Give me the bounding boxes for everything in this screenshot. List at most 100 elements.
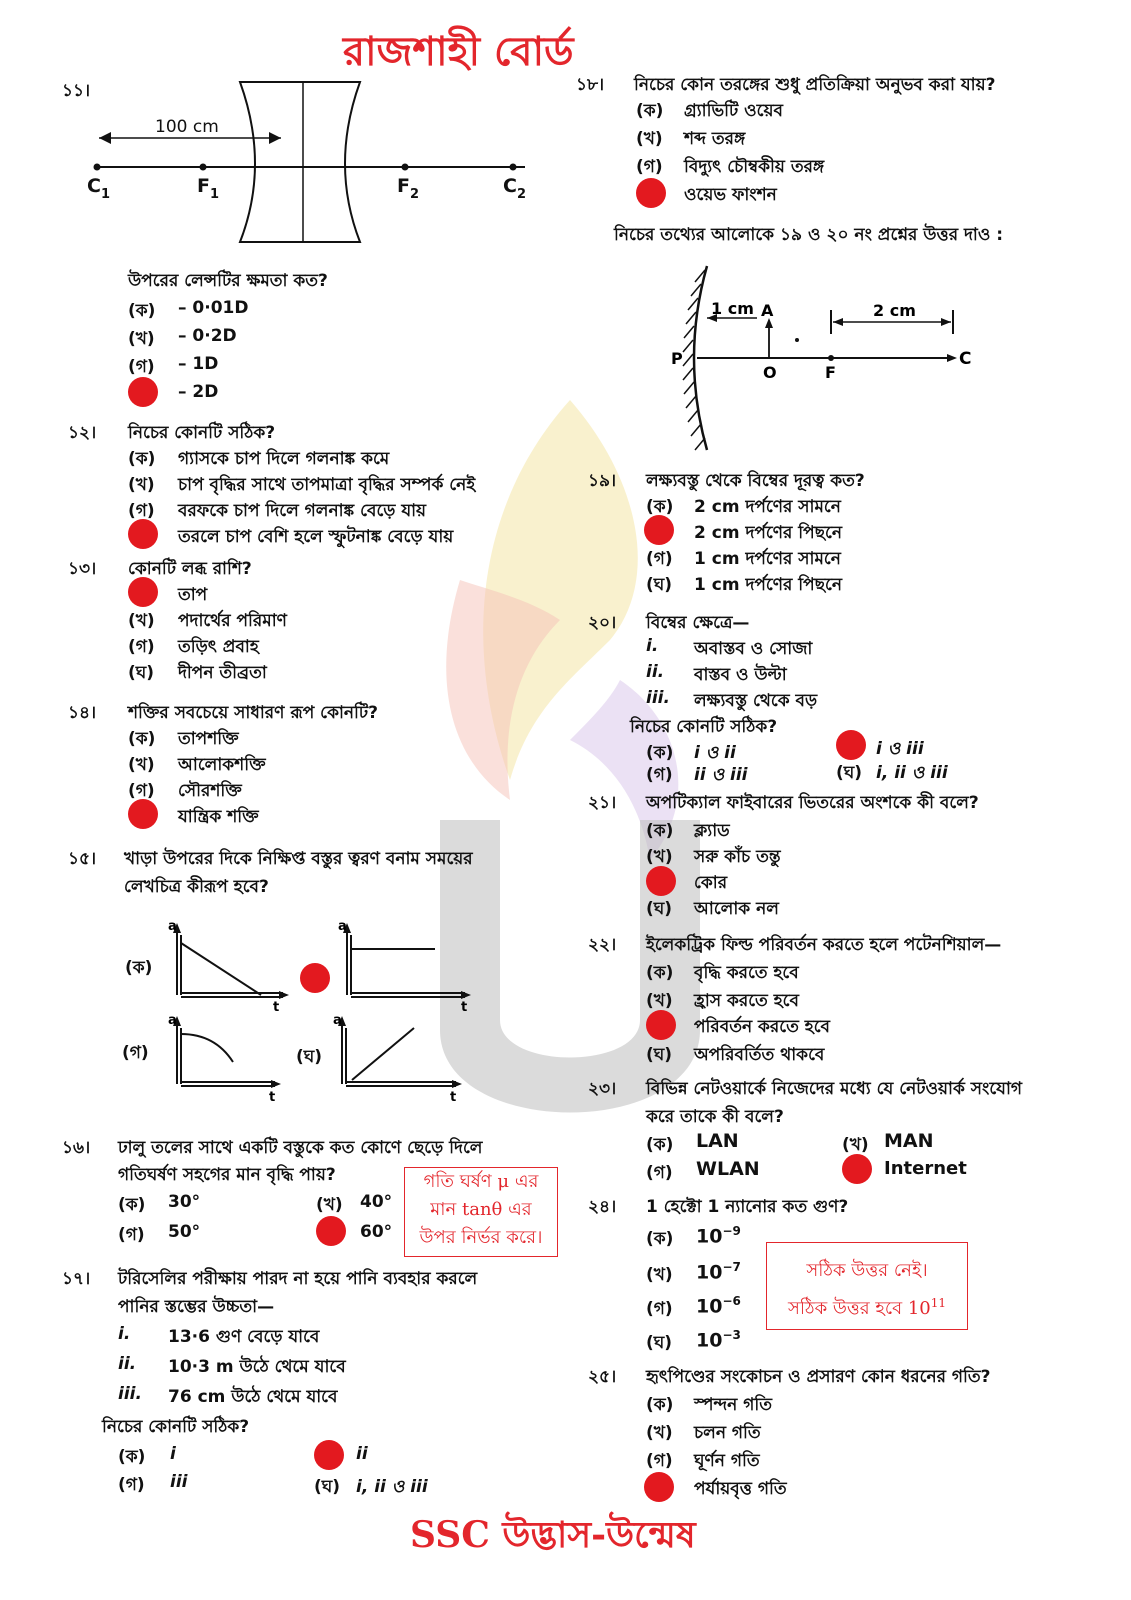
- q11-opt-text-1: – 0·01D: [178, 298, 249, 318]
- q20-opt-text-1: i ও ii: [694, 743, 736, 763]
- point-o-label: O: [763, 363, 777, 382]
- q17-stmt-num-3: iii.: [118, 1384, 142, 1404]
- q22-opt-text-3: পরিবর্তন করতে হবে: [694, 1017, 831, 1037]
- q12-opt-text-1: গ্যাসকে চাপ দিলে গলনাঙ্ক কমে: [178, 449, 390, 469]
- svg-text:F1: F1: [197, 175, 219, 202]
- q17-stmt-text-3: 76 cm উঠে থেমে যাবে: [168, 1387, 338, 1407]
- q19-number: ১৯।: [588, 471, 617, 491]
- q13-number: ১৩।: [68, 559, 97, 579]
- concave-lens-diagram: 100 cm C1 F1 F2 C2: [87, 81, 526, 243]
- q21-text: অপটিক্যাল ফাইবারের ভিতরের অংশকে কী বলে?: [646, 793, 979, 813]
- q21-opt-text-4: আলোক নল: [694, 899, 779, 919]
- q12-correct-marker: [128, 519, 158, 549]
- q24-note-line1: সঠিক উত্তর নেই।: [806, 1260, 928, 1281]
- svg-text:a: a: [168, 1013, 177, 1028]
- q14-opt-text-4: যান্ত্রিক শক্তি: [178, 807, 259, 827]
- q19-text: লক্ষ্যবস্তু থেকে বিম্বের দূরত্ব কত?: [646, 471, 865, 491]
- q13-opt-text-1: তাপ: [178, 585, 208, 605]
- q16-opt-label-1: (ক): [118, 1195, 146, 1215]
- q19-opt-text-3: 1 cm দর্পণের সামনে: [694, 549, 841, 569]
- q20-text: বিম্বের ক্ষেত্রে—: [646, 613, 750, 633]
- svg-text:t: t: [273, 1000, 279, 1015]
- q25-opt-label-3: (গ): [646, 1451, 673, 1471]
- graph-decreasing-line: a t: [168, 919, 289, 1015]
- c2-label: C: [503, 175, 517, 197]
- q17-stmt-text-1: 13·6 গুণ বেড়ে যাবে: [168, 1327, 320, 1347]
- q18-opt-text-4: ওয়েভ ফাংশন: [684, 185, 777, 205]
- q12-opt-label-1: (ক): [128, 449, 156, 469]
- q20-stmt-text-3: লক্ষ্যবস্তু থেকে বড়: [694, 691, 818, 711]
- q18-correct-marker: [636, 178, 666, 208]
- q23-text-line1: বিভিন্ন নেটওয়ার্কে নিজেদের মধ্যে যে নেট…: [646, 1079, 1023, 1099]
- q14-opt-label-2: (খ): [128, 755, 155, 775]
- q23-opt-text-1: LAN: [696, 1130, 739, 1152]
- q16-text-line1: ঢালু তলের সাথে একটি বস্তুকে কত কোণে ছেড়…: [118, 1138, 483, 1158]
- q25-opt-text-3: ঘূর্ণন গতি: [694, 1451, 760, 1471]
- q12-opt-text-4: তরলে চাপ বেশি হলে স্ফুটনাঙ্ক বেড়ে যায়: [178, 527, 454, 547]
- q25-opt-text-1: স্পন্দন গতি: [694, 1395, 772, 1415]
- object-a-label: A: [761, 301, 774, 320]
- pole-p-label: P: [671, 349, 683, 368]
- q20-opt-text-2: i ও iii: [876, 739, 924, 759]
- q21-opt-text-3: কোর: [694, 873, 728, 893]
- q23-opt-text-2: MAN: [884, 1130, 934, 1152]
- convex-mirror-diagram: 1 cm A 2 cm P O F C: [671, 265, 971, 451]
- q22-text: ইলেকট্রিক ফিল্ড পরিবর্তন করতে হলে পটেনশি…: [646, 935, 1002, 955]
- q18-text: নিচের কোন তরঙ্গের শুধু প্রতিক্রিয়া অনুভ…: [634, 75, 996, 95]
- q17-opt-label-4: (ঘ): [314, 1477, 341, 1497]
- q24-opt-label-1: (ক): [646, 1229, 674, 1249]
- q22-opt-label-1: (ক): [646, 963, 674, 983]
- q23-opt-label-3: (গ): [646, 1163, 673, 1183]
- c1-label: C: [87, 175, 101, 197]
- q11-opt-text-3: – 1D: [178, 354, 219, 374]
- f1-label: F: [197, 175, 210, 197]
- q20-stmt-num-1: i.: [646, 636, 659, 656]
- q17-stmt-num-2: ii.: [118, 1354, 137, 1374]
- q23-opt-text-4: Internet: [884, 1158, 967, 1179]
- q17-text-line2: পানির স্তম্ভের উচ্চতা—: [118, 1297, 275, 1317]
- q16-opt-text-3: 50°: [168, 1222, 201, 1242]
- q14-opt-text-2: আলোকশক্তি: [178, 755, 266, 775]
- q15-correct-marker: [300, 963, 330, 993]
- q13-opt-label-4: (ঘ): [128, 663, 155, 683]
- q24-number: ২৪।: [588, 1197, 617, 1217]
- q11-opt-text-2: – 0·2D: [178, 326, 237, 346]
- q17-number: ১৭।: [62, 1269, 91, 1289]
- q11-opt-label-2: (খ): [128, 329, 155, 349]
- q17-opt-text-3: iii: [170, 1472, 188, 1492]
- q20-opt-label-1: (ক): [646, 743, 674, 763]
- q23-opt-label-1: (ক): [646, 1135, 674, 1155]
- q20-stmt-text-1: অবাস্তব ও সোজা: [694, 639, 813, 659]
- q23-opt-text-3: WLAN: [696, 1158, 760, 1180]
- focus-f-label: F: [825, 363, 836, 382]
- q14-opt-label-3: (গ): [128, 781, 155, 801]
- footer-brand: SSC উদ্ভাস-উন্মেষ: [410, 1514, 696, 1556]
- q19-opt-text-2: 2 cm দর্পণের পিছনে: [694, 523, 842, 543]
- q18-opt-text-1: গ্র্যাভিটি ওয়েব: [684, 101, 783, 121]
- q24-text: 1 হেক্টো 1 ন্যানোর কত গুণ?: [646, 1197, 849, 1217]
- q20-prompt: নিচের কোনটি সঠিক?: [630, 717, 778, 737]
- q24-opt-label-3: (গ): [646, 1299, 673, 1319]
- q20-correct-marker: [836, 730, 866, 760]
- q16-opt-text-1: 30°: [168, 1192, 201, 1212]
- q18-opt-label-3: (গ): [636, 157, 663, 177]
- q24-opt-label-4: (ঘ): [646, 1333, 673, 1353]
- q17-opt-label-3: (গ): [118, 1475, 145, 1495]
- q12-opt-text-2: চাপ বৃদ্ধির সাথে তাপমাত্রা বৃদ্ধির সম্পর…: [178, 475, 476, 495]
- page-title: রাজশাহী বোর্ড: [343, 28, 574, 75]
- q16-note-line2: মান tanθ এর: [430, 1199, 532, 1220]
- q11-correct-marker: [128, 377, 158, 407]
- q14-correct-marker: [128, 799, 158, 829]
- q19-opt-label-1: (ক): [646, 497, 674, 517]
- svg-text:t: t: [269, 1090, 275, 1105]
- q22-opt-text-1: বৃদ্ধি করতে হবে: [694, 963, 799, 983]
- q17-correct-marker: [314, 1440, 344, 1470]
- q15-opt-label-gha: (ঘ): [296, 1047, 323, 1067]
- q16-note-line3: উপর নির্ভর করে।: [419, 1227, 543, 1248]
- q15-opt-label-ga: (গ): [122, 1043, 149, 1063]
- q17-opt-text-2: ii: [356, 1444, 368, 1464]
- q18-opt-label-2: (খ): [636, 129, 663, 149]
- q22-opt-label-2: (খ): [646, 991, 673, 1011]
- q15-text-line2: লেখচিত্র কীরূপ হবে?: [124, 877, 269, 897]
- q15-number: ১৫।: [68, 849, 97, 869]
